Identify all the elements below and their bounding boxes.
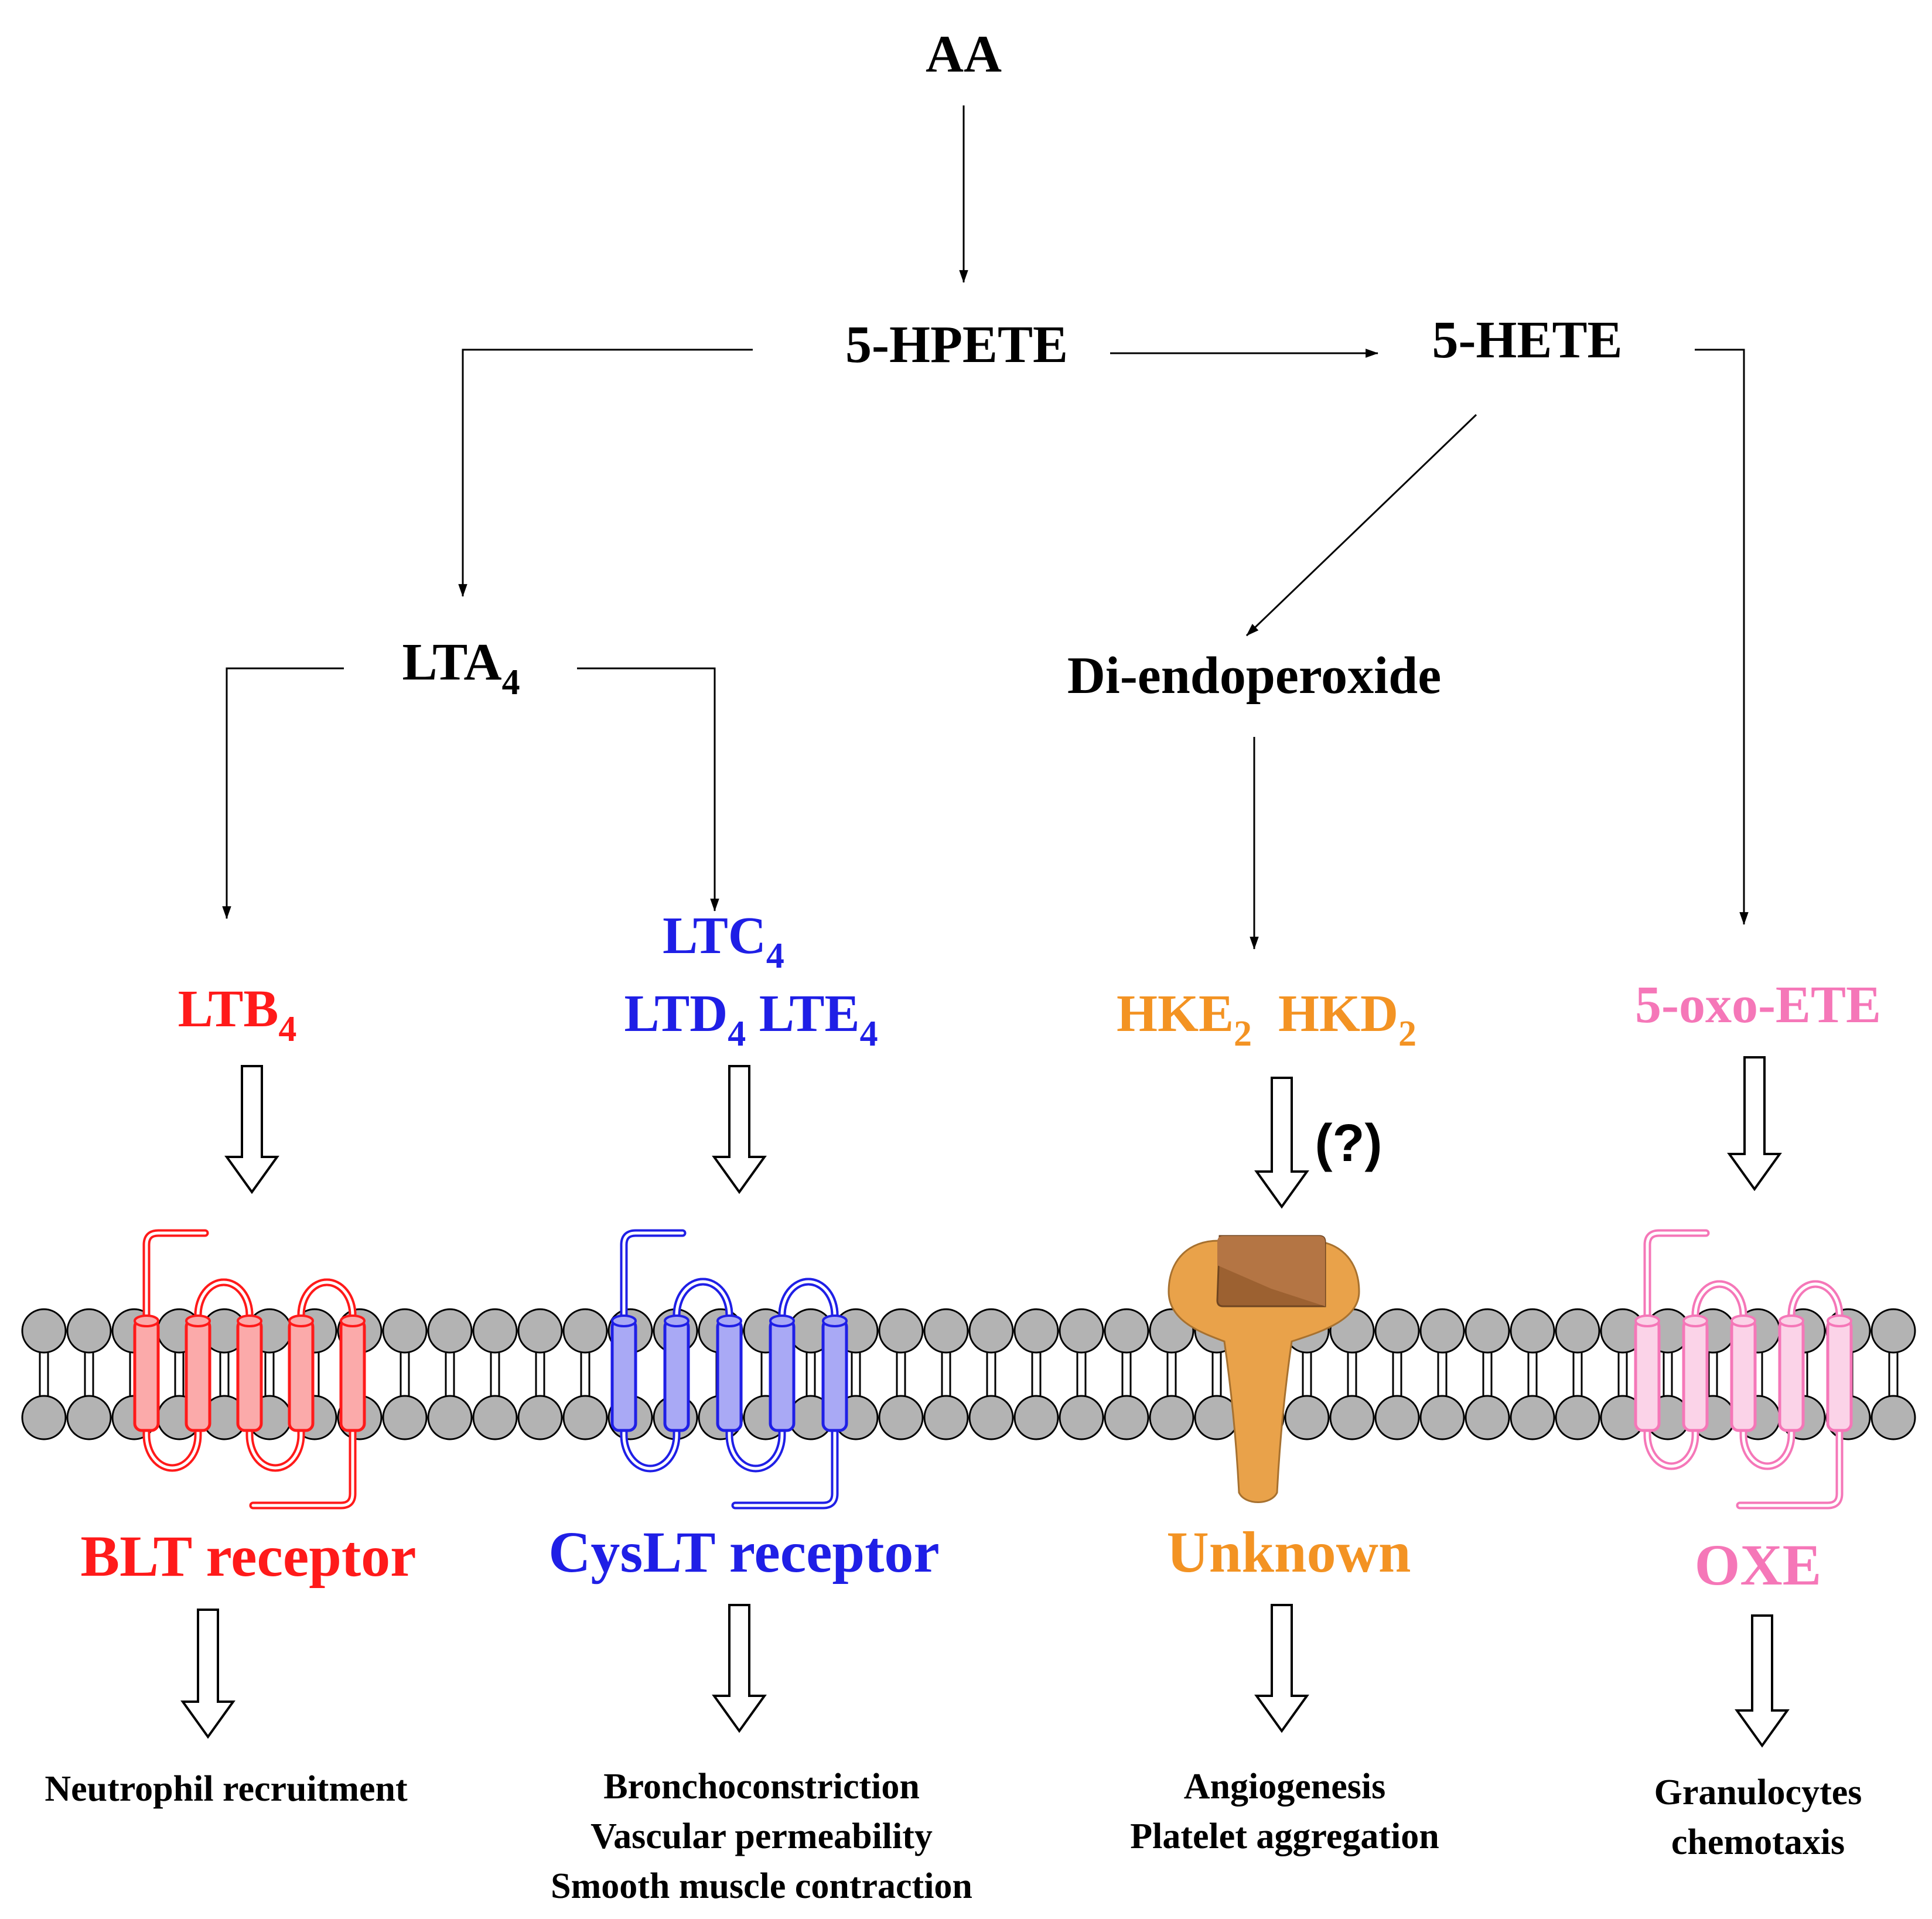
ltd4-lte4-label: LTD4 LTE4 bbox=[624, 985, 878, 1054]
oxe-receptor-label: OXE bbox=[1695, 1532, 1822, 1597]
unknown-receptor-label: Unknown bbox=[1167, 1520, 1411, 1585]
lipid-head bbox=[517, 1395, 563, 1440]
block-arrow-cyslt-to-receptor bbox=[712, 1065, 767, 1194]
lipid-head bbox=[21, 1308, 67, 1354]
labels: AA 5-HPETE 5-HETE Di-endoperoxide LTA4 L… bbox=[45, 25, 1881, 1906]
lipid-head bbox=[472, 1395, 518, 1440]
cyslt-receptor-label: CysLT receptor bbox=[548, 1520, 940, 1585]
lipid-head bbox=[1059, 1308, 1104, 1354]
arrow-hpete-to-lta4 bbox=[458, 349, 753, 597]
lipid-head bbox=[1104, 1308, 1149, 1354]
lipid-head bbox=[968, 1395, 1014, 1440]
lipid-head bbox=[923, 1308, 969, 1354]
block-arrow-cyslt-to-effect bbox=[712, 1604, 767, 1733]
lipid-head bbox=[1870, 1395, 1916, 1440]
lipid-head bbox=[923, 1395, 969, 1440]
cyslt-receptor-icon bbox=[610, 1229, 848, 1510]
lipid-head bbox=[1465, 1308, 1510, 1354]
unknown-effect-line: Platelet aggregation bbox=[1130, 1816, 1439, 1856]
lipid-head bbox=[1510, 1308, 1555, 1354]
lipid-head bbox=[562, 1308, 608, 1354]
lipid-head bbox=[562, 1395, 608, 1440]
ltb4-label: LTB4 bbox=[178, 980, 297, 1049]
blt-effect-line: Neutrophil recruitment bbox=[45, 1769, 408, 1809]
lipid-head bbox=[1419, 1395, 1465, 1440]
lipid-head bbox=[21, 1395, 67, 1440]
lipid-head bbox=[1374, 1395, 1420, 1440]
cyslt-effect-line: Smooth muscle contraction bbox=[551, 1866, 972, 1906]
lipid-head bbox=[517, 1308, 563, 1354]
block-arrow-oxe-to-effect bbox=[1735, 1614, 1790, 1748]
block-arrows bbox=[180, 1056, 1790, 1748]
blt-receptor-icon bbox=[133, 1229, 366, 1510]
block-arrow-blt-to-effect bbox=[180, 1609, 235, 1739]
block-arrow-oxo-ete-to-oxe bbox=[1727, 1056, 1782, 1191]
unknown-receptor-protein-icon bbox=[1168, 1235, 1360, 1503]
lipid-head bbox=[968, 1308, 1014, 1354]
oxe-receptor-icon bbox=[1634, 1229, 1853, 1510]
oxe-effect-line: chemotaxis bbox=[1671, 1822, 1845, 1862]
di-endoperoxide-label: Di-endoperoxide bbox=[1067, 647, 1441, 705]
unknown-effect-line: Angiogenesis bbox=[1184, 1767, 1385, 1807]
lipid-head bbox=[66, 1308, 112, 1354]
lipid-head bbox=[1013, 1308, 1059, 1354]
lipid-head bbox=[1104, 1395, 1149, 1440]
lipid-head bbox=[1013, 1395, 1059, 1440]
lipid-head bbox=[1374, 1308, 1420, 1354]
receptor-shapes bbox=[133, 1229, 1853, 1510]
lipid-head bbox=[1510, 1395, 1555, 1440]
block-arrow-ltb4-to-blt bbox=[224, 1065, 279, 1194]
arrow-hete-to-di-endoperoxide bbox=[1245, 414, 1477, 637]
lipid-head bbox=[1284, 1395, 1330, 1440]
lipid-head bbox=[1870, 1308, 1916, 1354]
arrow-lta4-to-ltb4 bbox=[222, 667, 344, 920]
arrow-lta4-to-ltc4 bbox=[577, 667, 719, 912]
lipid-head bbox=[1555, 1308, 1600, 1354]
lipid-head bbox=[427, 1395, 473, 1440]
lipid-head bbox=[1555, 1395, 1600, 1440]
blt-receptor-label: BLT receptor bbox=[80, 1524, 416, 1589]
lipid-head bbox=[1329, 1395, 1375, 1440]
lta4-label: LTA4 bbox=[402, 633, 520, 702]
lipid-head bbox=[427, 1308, 473, 1354]
ltc4-label: LTC4 bbox=[663, 907, 784, 976]
hete-label: 5-HETE bbox=[1432, 311, 1622, 369]
oxe-effect-line: Granulocytes bbox=[1654, 1773, 1862, 1812]
lipid-head bbox=[1059, 1395, 1104, 1440]
lipid-head bbox=[1465, 1395, 1510, 1440]
question-mark-label: (?) bbox=[1315, 1114, 1383, 1173]
lipid-head bbox=[878, 1308, 924, 1354]
lipid-head bbox=[66, 1395, 112, 1440]
pathway-arrows bbox=[222, 105, 1749, 950]
cyslt-effect-line: Bronchoconstriction bbox=[603, 1767, 920, 1807]
cyslt-effect-line: Vascular permeability bbox=[590, 1816, 933, 1856]
lipid-head bbox=[1149, 1395, 1194, 1440]
lipid-head bbox=[1419, 1308, 1465, 1354]
hke2-hkd2-label: HKE2 HKD2 bbox=[1117, 985, 1416, 1054]
lipid-head bbox=[382, 1308, 428, 1354]
aa-label: AA bbox=[926, 25, 1002, 83]
block-arrow-hk-to-unknown bbox=[1254, 1077, 1309, 1209]
lipid-head bbox=[878, 1395, 924, 1440]
arrow-hete-to-oxo-ete bbox=[1695, 349, 1749, 926]
lipid-head bbox=[382, 1395, 428, 1440]
lipid-head bbox=[472, 1308, 518, 1354]
hpete-label: 5-HPETE bbox=[845, 316, 1068, 374]
oxo-ete-label: 5-oxo-ETE bbox=[1635, 976, 1881, 1034]
block-arrow-unknown-to-effect bbox=[1254, 1604, 1309, 1733]
